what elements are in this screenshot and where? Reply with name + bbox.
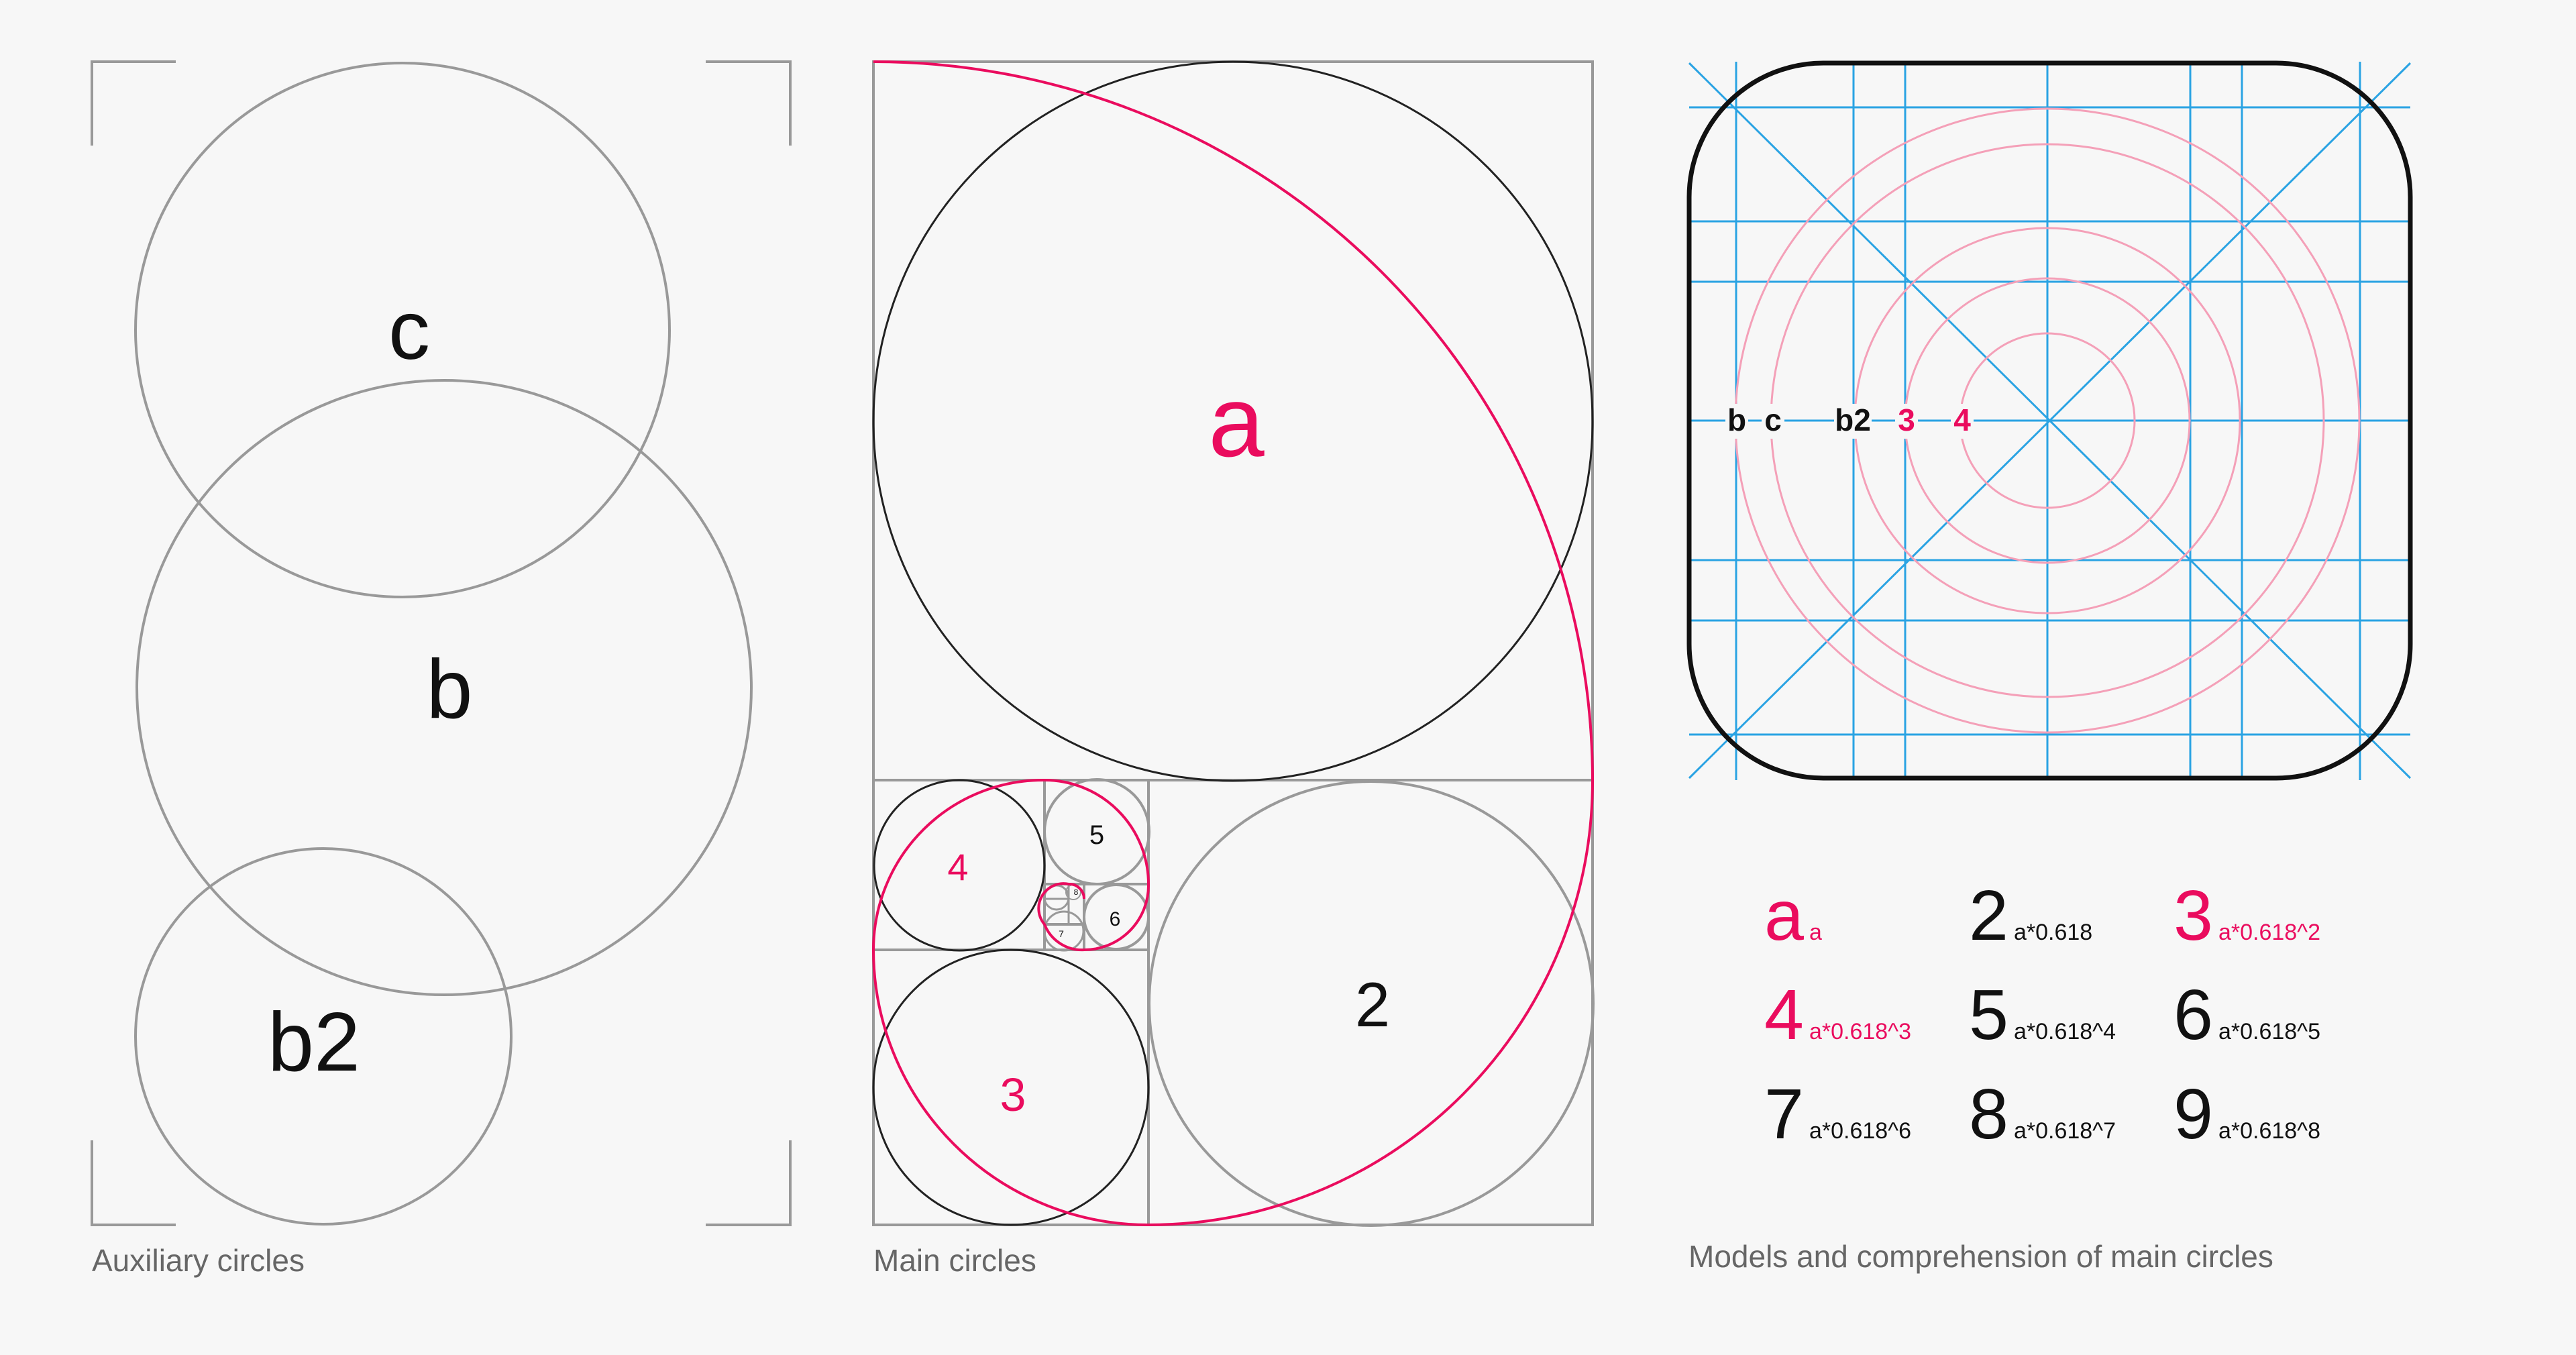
axis-label-bg <box>1725 404 1748 439</box>
axis-label-bg <box>1951 404 1974 439</box>
main-circle-4 <box>873 779 1046 952</box>
legend-item-3: 3 a*0.618^2 <box>2174 880 2320 951</box>
legend-item-5: 5 a*0.618^4 <box>1969 979 2116 1050</box>
golden-rectangle-frame <box>872 60 1594 1226</box>
main-label-a: a <box>1208 365 1265 478</box>
legend-number: 3 <box>2174 876 2213 955</box>
legend-formula: a*0.618^7 <box>2013 1118 2116 1144</box>
main-circle-6 <box>1083 883 1150 951</box>
legend-formula: a*0.618^2 <box>2218 920 2321 945</box>
auxiliary-circle-c <box>134 62 671 598</box>
auxiliary-circle-b <box>136 379 753 996</box>
legend-number: 9 <box>2174 1075 2213 1154</box>
legend-item-a: a a <box>1764 880 1822 951</box>
legend-formula: a*0.618^6 <box>1809 1118 1912 1144</box>
main-circle-a <box>872 60 1594 782</box>
legend-formula: a*0.618^3 <box>1809 1019 1912 1044</box>
corner-bracket-top-right <box>706 60 792 146</box>
legend-formula: a*0.618^5 <box>2218 1019 2321 1044</box>
axis-label-bg <box>1834 404 1872 439</box>
legend-item-2: 2 a*0.618 <box>1969 880 2092 951</box>
legend-item-6: 6 a*0.618^5 <box>2174 979 2320 1050</box>
legend-number: a <box>1764 876 1804 955</box>
main-label-4: 4 <box>947 846 968 888</box>
legend-formula: a*0.618^4 <box>2013 1019 2116 1044</box>
legend-item-8: 8 a*0.618^7 <box>1969 1079 2116 1150</box>
corner-bracket-top-left <box>91 60 176 146</box>
axis-label-3: 3 <box>1898 402 1915 437</box>
circle-size-legend: a a 2 a*0.618 3 a*0.618^2 4 a*0.618^3 5 … <box>1764 872 2435 1167</box>
legend-formula: a*0.618 <box>2013 920 2093 945</box>
main-label-2: 2 <box>1355 969 1390 1040</box>
corner-bracket-bottom-left <box>91 1140 176 1226</box>
main-label-6: 6 <box>1110 908 1121 930</box>
legend-number: 8 <box>1969 1075 2008 1154</box>
model-caption: Models and comprehension of main circles <box>1688 1239 2273 1274</box>
main-circle-5 <box>1043 778 1150 885</box>
main-circles-caption: Main circles <box>873 1243 1036 1278</box>
legend-number: 6 <box>2174 975 2213 1054</box>
main-circle-7 <box>1043 910 1085 952</box>
golden-spiral <box>871 60 1595 1227</box>
app-icon-outline <box>1686 60 2413 781</box>
axis-label-b: b <box>1727 402 1746 437</box>
legend-item-7: 7 a*0.618^6 <box>1764 1079 1911 1150</box>
legend-formula: a*0.618^8 <box>2218 1118 2321 1144</box>
auxiliary-label-c: c <box>388 284 430 377</box>
main-circle-3 <box>872 949 1150 1226</box>
legend-number: 2 <box>1969 876 2008 955</box>
corner-bracket-bottom-right <box>706 1140 792 1226</box>
axis-label-b2: b2 <box>1835 402 1871 437</box>
main-label-3: 3 <box>1000 1069 1026 1121</box>
legend-number: 7 <box>1764 1075 1804 1154</box>
main-label-7: 7 <box>1059 928 1064 939</box>
auxiliary-circle-b2 <box>134 847 513 1226</box>
legend-number: 5 <box>1969 975 2008 1054</box>
axis-label-bg <box>1895 404 1918 439</box>
legend-item-4: 4 a*0.618^3 <box>1764 979 1911 1050</box>
main-circle-2 <box>1148 780 1595 1227</box>
auxiliary-label-b: b <box>427 643 473 736</box>
auxiliary-circles-caption: Auxiliary circles <box>92 1243 305 1278</box>
main-label-5: 5 <box>1089 820 1104 850</box>
axis-label-4: 4 <box>1953 402 1971 437</box>
auxiliary-label-b2: b2 <box>268 996 360 1089</box>
legend-number: 4 <box>1764 975 1804 1054</box>
axis-label-c: c <box>1764 402 1782 437</box>
axis-label-bg <box>1762 404 1784 439</box>
legend-item-9: 9 a*0.618^8 <box>2174 1079 2320 1150</box>
main-label-8: 8 <box>1074 887 1079 897</box>
legend-formula: a <box>1809 920 1822 945</box>
